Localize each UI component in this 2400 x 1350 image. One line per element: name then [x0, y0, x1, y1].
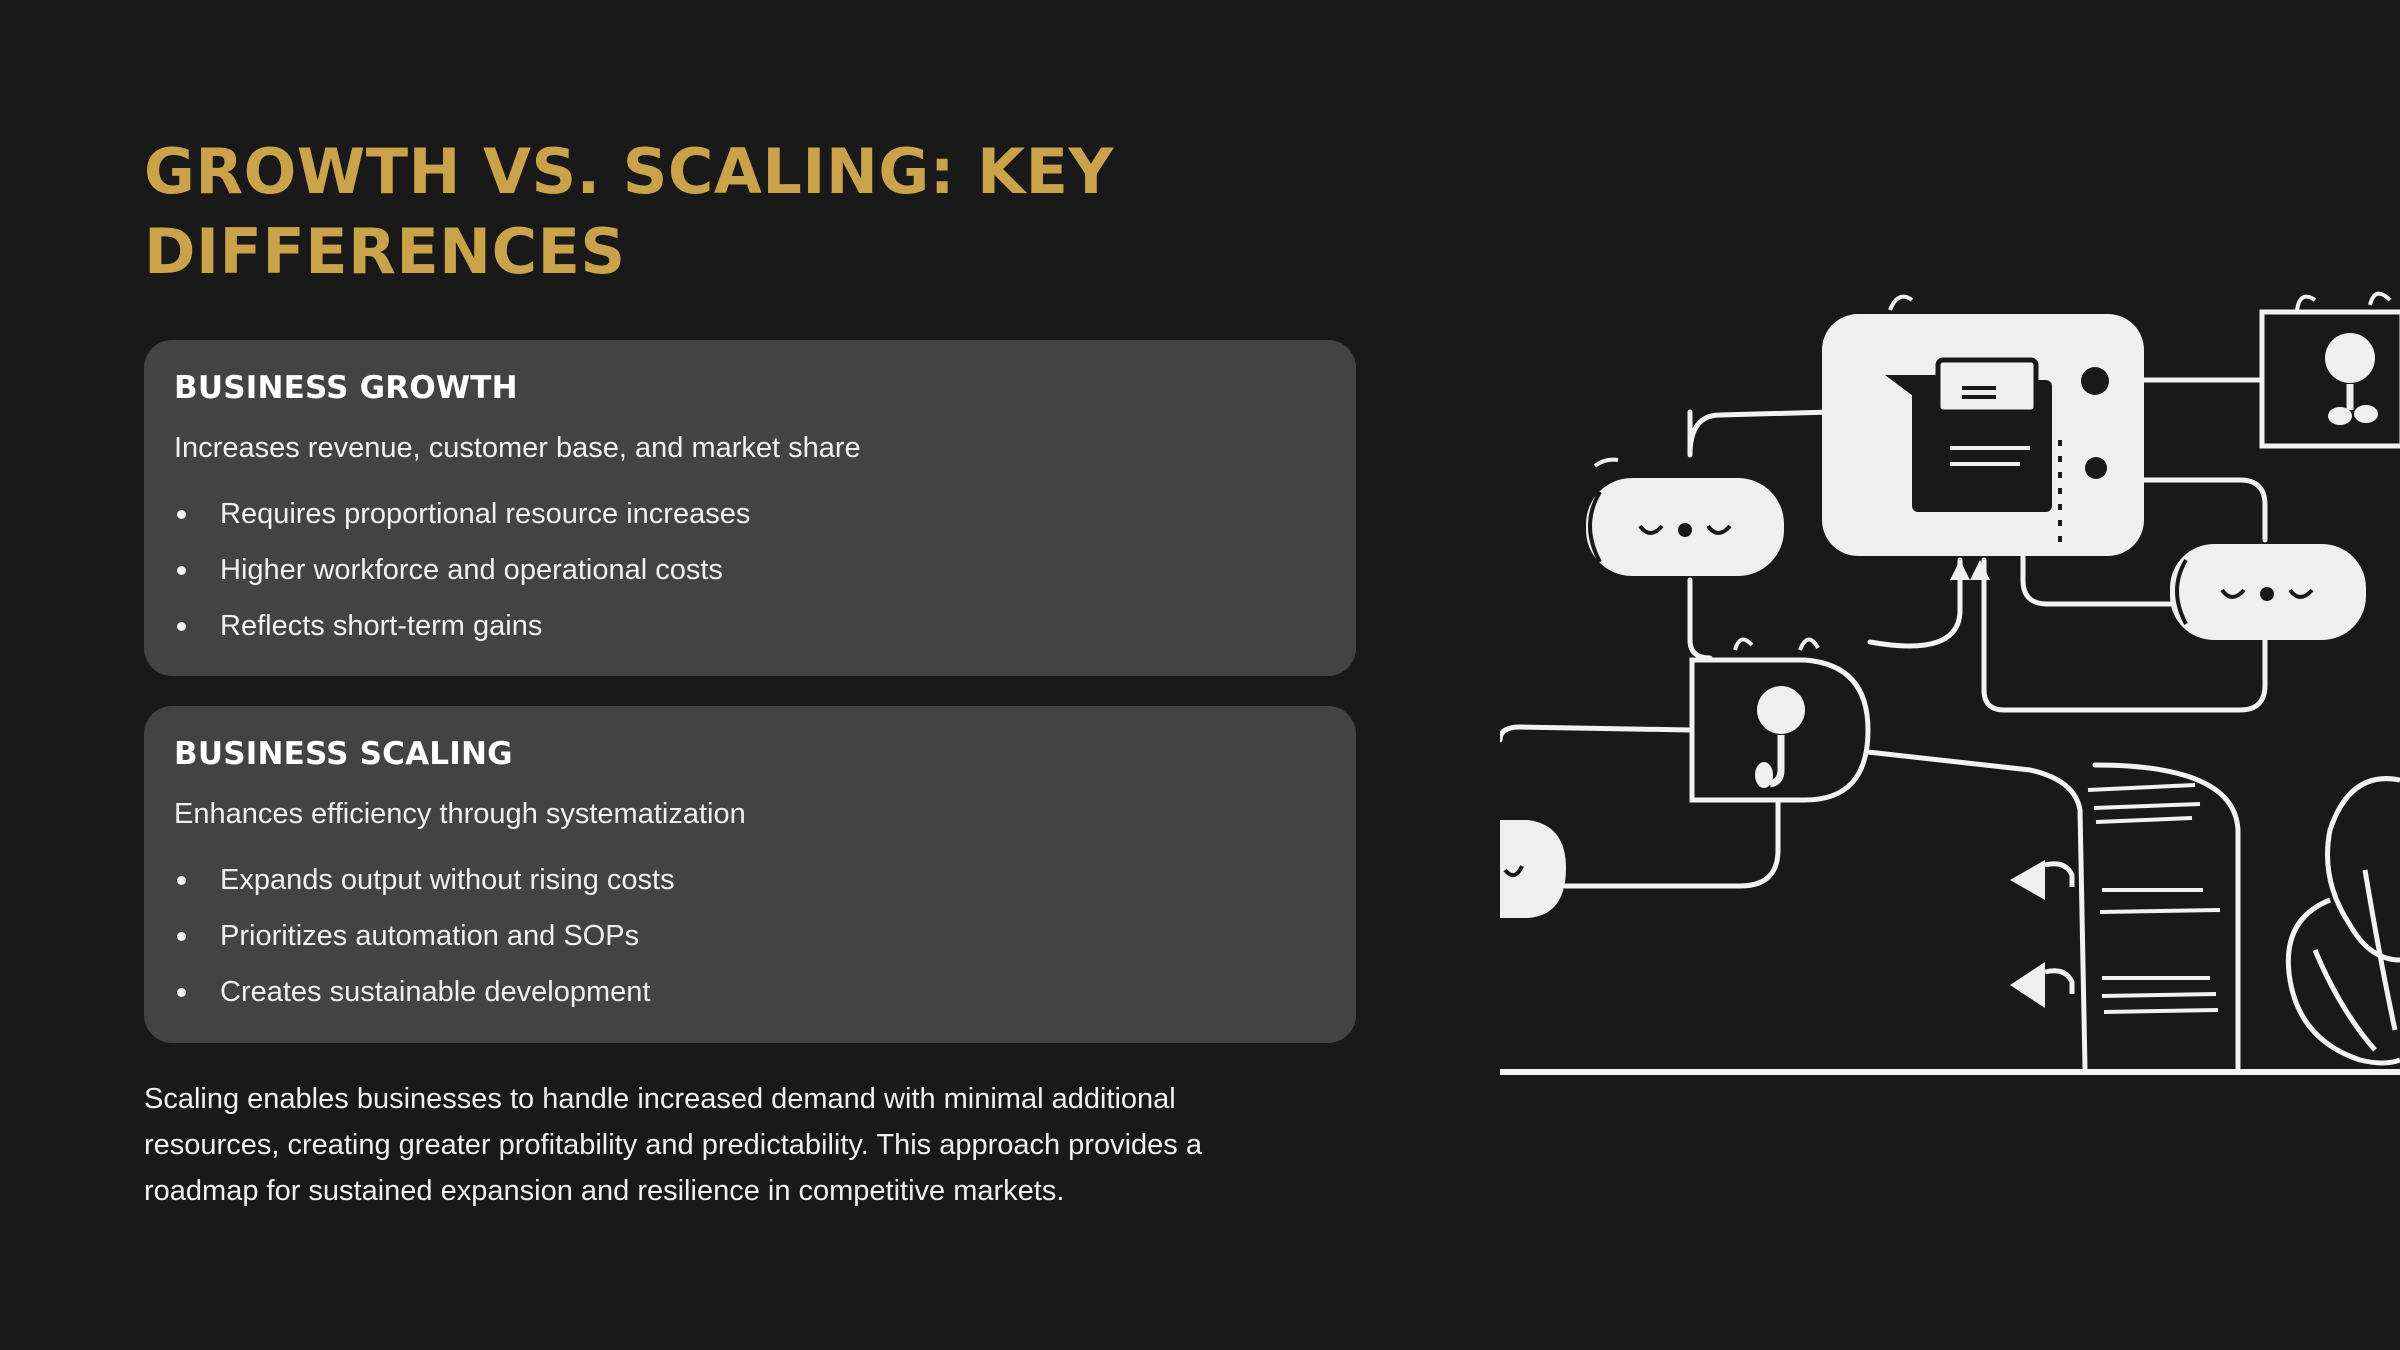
summary-paragraph: Scaling enables businesses to handle inc…: [144, 1083, 1202, 1207]
list-item-text: Prioritizes automation and SOPs: [220, 920, 640, 952]
bullet-icon: [177, 988, 186, 997]
business-growth-list: Requires proportional resource increases…: [174, 486, 1326, 654]
bullet-icon: [177, 932, 186, 941]
list-item-text: Expands output without rising costs: [220, 864, 675, 896]
robot-plug-icon: [2259, 291, 2400, 449]
chat-bubble-icon: [2170, 544, 2366, 640]
list-item: Prioritizes automation and SOPs: [174, 908, 1326, 964]
business-growth-heading: BUSINESS GROWTH: [174, 370, 518, 406]
document-list-icon: [2010, 783, 2221, 1014]
business-scaling-subtitle: Enhances efficiency through systematizat…: [174, 798, 746, 830]
bullet-icon: [177, 566, 186, 575]
face-icon: [1500, 820, 1566, 918]
business-scaling-card: BUSINESS SCALING Enhances efficiency thr…: [144, 706, 1356, 1043]
bullet-icon: [177, 622, 186, 631]
list-item-text: Creates sustainable development: [220, 976, 651, 1008]
list-item: Higher workforce and operational costs: [174, 542, 1326, 598]
plant-icon: [2285, 776, 2400, 1066]
list-item-text: Requires proportional resource increases: [220, 498, 751, 530]
page-title: GROWTH VS. SCALING: KEY DIFFERENCES: [144, 135, 1114, 288]
business-growth-subtitle: Increases revenue, customer base, and ma…: [174, 432, 861, 464]
business-scaling-list: Expands output without rising costs Prio…: [174, 852, 1326, 1020]
bullet-icon: [177, 876, 186, 885]
list-item: Requires proportional resource increases: [174, 486, 1326, 542]
document-icon: [1822, 294, 2144, 580]
list-item-text: Reflects short-term gains: [220, 610, 543, 642]
business-scaling-heading: BUSINESS SCALING: [174, 736, 513, 772]
workflow-illustration: [1500, 291, 2400, 1075]
list-item: Expands output without rising costs: [174, 852, 1326, 908]
list-item: Creates sustainable development: [174, 964, 1326, 1020]
bullet-icon: [177, 510, 186, 519]
list-item: Reflects short-term gains: [174, 598, 1326, 654]
robot-plug-icon: [1689, 637, 1871, 803]
chat-bubble-icon: [1586, 457, 1784, 576]
list-item-text: Higher workforce and operational costs: [220, 554, 723, 586]
business-growth-card: BUSINESS GROWTH Increases revenue, custo…: [144, 340, 1356, 676]
